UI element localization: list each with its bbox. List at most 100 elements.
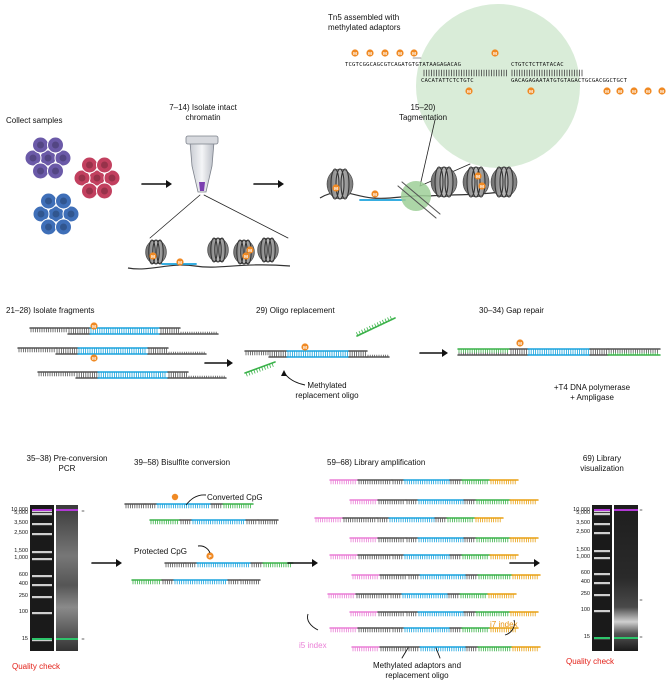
- isolate-chromatin-line2: chromatin: [185, 113, 221, 122]
- arrow-bisulfite-head: [312, 559, 318, 567]
- nucleosome-wrap: [236, 239, 244, 265]
- red-cluster-cell-nucleus: [86, 187, 93, 195]
- methyl-adaptor: [658, 87, 666, 95]
- purple-cluster-cell-nucleus: [29, 154, 37, 162]
- ladder-tick-label-left: 1,000: [14, 555, 28, 561]
- converted-cpg-mark: [171, 493, 179, 501]
- zoom-line: [203, 194, 289, 239]
- sequence-bottom: GACAGAGAATATGTGTAGACTGCGACGGCTGCT: [511, 78, 628, 84]
- purple-cluster-cell-nucleus: [37, 167, 44, 175]
- methyl-adaptor-letter: M: [660, 89, 664, 94]
- methyl-adaptor-letter: M: [646, 89, 650, 94]
- oligo-rung: [376, 322, 380, 327]
- methyl-adaptor: [410, 49, 418, 57]
- bubble-line: [419, 119, 436, 187]
- i5-pointer: [307, 613, 319, 631]
- nucleosome-wrap: [260, 237, 268, 263]
- purple-cluster-cell-nucleus: [37, 141, 44, 149]
- tag-nucleosome-wrap: [471, 166, 481, 198]
- blue-cluster-cell-nucleus: [45, 223, 52, 231]
- blue-cluster-cell-nucleus: [45, 197, 52, 205]
- oligo-methyl: [301, 343, 309, 351]
- tag-nucleosome-wrap: [340, 168, 350, 200]
- tag-methyl-letter: M: [373, 192, 377, 197]
- i7-pointer: [504, 619, 515, 636]
- protected-cpg-mark-letter: P: [208, 554, 211, 559]
- lower-marker: [56, 638, 78, 640]
- ladder-band: [594, 582, 610, 585]
- purple-cluster-cell-nucleus: [59, 154, 67, 162]
- upper-marker: [32, 509, 52, 511]
- ladder-band: [32, 612, 52, 615]
- tag-methyl-letter: M: [476, 174, 480, 179]
- nucleosome-wrap: [214, 237, 222, 263]
- ladder-band: [32, 533, 52, 536]
- lib-vis-line2: visualization: [580, 464, 624, 473]
- protected-pointer: [197, 545, 211, 554]
- oligo-rung: [263, 365, 266, 370]
- meth-adaptors-line1: Methylated adaptors and: [372, 661, 462, 670]
- ladder-band: [32, 639, 52, 642]
- oligo-rung: [271, 362, 274, 367]
- ladder-tick-label-right: 1,000: [576, 554, 590, 560]
- methyl-adaptor-letter: M: [493, 51, 497, 56]
- methyl-chromatin: [149, 252, 157, 260]
- zoom-line: [149, 194, 201, 239]
- arrow-isolate-head: [278, 180, 284, 188]
- oligo-rung: [363, 328, 367, 333]
- red-cluster-cell-nucleus: [101, 187, 108, 195]
- repair-methyl-letter: M: [518, 341, 522, 346]
- methylated-oligo-line1: Methylated: [307, 381, 347, 390]
- tag-nucleosome-wrap: [494, 166, 504, 198]
- tn5-line2: methylated adaptors: [328, 23, 401, 32]
- i5-index-label: i5 index: [299, 641, 327, 650]
- quality-check-left: Quality check: [12, 662, 61, 671]
- methylated-oligo-line2: replacement oligo: [295, 391, 359, 400]
- ladder-lane-right: [592, 505, 612, 651]
- red-cluster-cell-nucleus: [93, 174, 101, 182]
- purple-cluster-cell: [24, 149, 42, 167]
- ladder-band: [32, 551, 52, 554]
- ladder-band: [594, 523, 610, 526]
- tag-methyl: [332, 184, 340, 192]
- purple-cluster-cell: [47, 136, 64, 154]
- oligo-rung: [356, 332, 359, 337]
- oligo-rung: [374, 323, 377, 328]
- t4-polymerase-label: +T4 DNA polymerase + Ampligase: [542, 383, 642, 403]
- ladder-tick-label-left: 10,000: [11, 507, 28, 513]
- methyl-adaptor-letter: M: [368, 51, 372, 56]
- methyl-adaptor-letter: M: [529, 89, 533, 94]
- methyl-adaptor-letter: M: [412, 51, 416, 56]
- gap-repair-label: 30–34) Gap repair: [479, 306, 544, 315]
- tube-sample: [199, 182, 205, 191]
- ladder-tick-label-right: 2,500: [576, 529, 590, 535]
- methyl-adaptor: [491, 49, 499, 57]
- arrow-replace-head: [442, 349, 448, 357]
- tag-methyl-letter: M: [480, 184, 484, 189]
- methyl-adaptor: [366, 49, 374, 57]
- methyl-chromatin-letter: M: [151, 254, 155, 259]
- nucleosome-wrap: [148, 239, 156, 265]
- ladder-band: [594, 594, 610, 597]
- oligo-methyl-letter: M: [303, 345, 307, 350]
- oligo-rung: [248, 371, 251, 376]
- upper-marker: [594, 509, 610, 511]
- tag-methyl: [478, 182, 486, 190]
- nucleosome-wrap: [264, 237, 272, 263]
- methyl-adaptor-letter: M: [383, 51, 387, 56]
- tn5-adaptor: [401, 181, 441, 215]
- isolate-chromatin-label: 7–14) Isolate intact chromatin: [158, 103, 248, 123]
- ladder-tick-label-left: 100: [18, 609, 28, 615]
- protected-cpg-label: Protected CpG: [134, 547, 187, 556]
- methyl-adaptor: [644, 87, 652, 95]
- red-cluster-cell: [103, 169, 121, 187]
- ladder-tick-label-left: 2,500: [14, 530, 28, 536]
- oligo-rung: [245, 372, 248, 377]
- i7-index-label: i7 index: [490, 620, 518, 629]
- oligo-rung: [366, 327, 369, 332]
- methyl-adaptor: [381, 49, 389, 57]
- ladder-band: [594, 610, 610, 613]
- purple-cluster-cell: [47, 162, 64, 180]
- methyl-adaptor-letter: M: [467, 89, 471, 94]
